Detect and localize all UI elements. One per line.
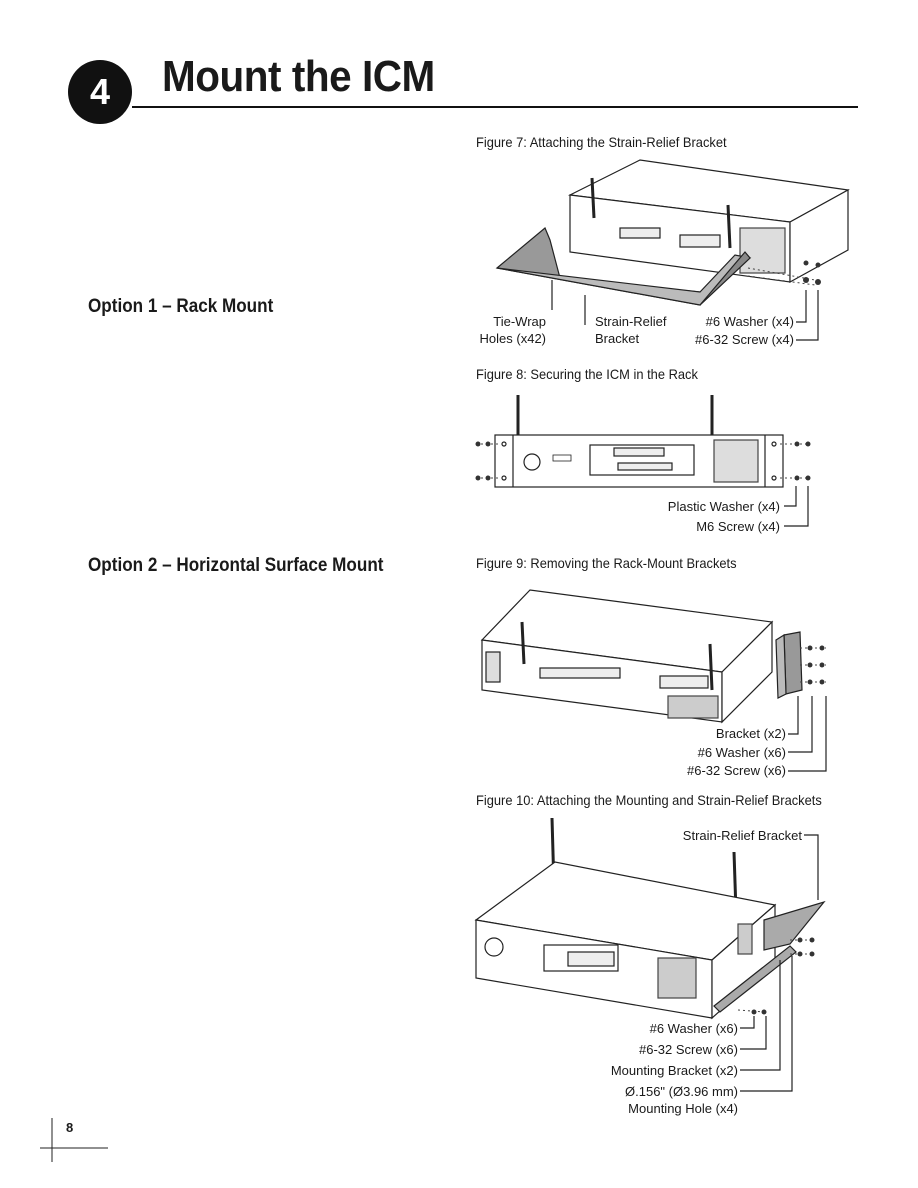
fig10-label-hole-line2: Mounting Hole (x4) — [628, 1101, 738, 1116]
option-1-heading: Option 1 – Rack Mount — [88, 296, 274, 317]
page-number: 8 — [66, 1120, 74, 1135]
fig7-label-strain-line2: Bracket — [595, 331, 640, 346]
fig8-label-screw: M6 Screw (x4) — [696, 519, 780, 534]
fig10-label-mount: Mounting Bracket (x2) — [610, 1063, 738, 1078]
figure-7-caption: Figure 7: Attaching the Strain-Relief Br… — [476, 134, 727, 150]
figure-9-caption: Figure 9: Removing the Rack-Mount Bracke… — [476, 555, 737, 571]
option-2-heading: Option 2 – Horizontal Surface Mount — [88, 555, 384, 576]
fig9-label-bracket: Bracket (x2) — [715, 726, 786, 741]
fig7-label-washer: #6 Washer (x4) — [705, 314, 794, 329]
figure-10-caption: Figure 10: Attaching the Mounting and St… — [476, 792, 822, 808]
fig10-label-hole-line1: Ø.156" (Ø3.96 mm) — [625, 1084, 738, 1099]
fig10-label-washer: #6 Washer (x6) — [649, 1021, 738, 1036]
fig7-label-tiewrap-line2: Holes (x42) — [479, 331, 546, 346]
figure-8-caption: Figure 8: Securing the ICM in the Rack — [476, 366, 698, 382]
fig10-label-screw: #6-32 Screw (x6) — [639, 1042, 738, 1057]
fig9-label-screw: #6-32 Screw (x6) — [687, 763, 786, 778]
title-divider — [132, 106, 858, 108]
page-title: Mount the ICM — [162, 52, 435, 101]
fig10-label-strain: Strain-Relief Bracket — [682, 828, 802, 843]
fig7-label-tiewrap-line1: Tie-Wrap — [493, 314, 546, 329]
fig8-label-washer: Plastic Washer (x4) — [667, 499, 780, 514]
step-number-badge: 4 — [68, 60, 132, 124]
fig7-label-screw: #6-32 Screw (x4) — [695, 332, 794, 347]
fig7-label-strain-line1: Strain-Relief — [595, 314, 667, 329]
fig9-label-washer: #6 Washer (x6) — [697, 745, 786, 760]
